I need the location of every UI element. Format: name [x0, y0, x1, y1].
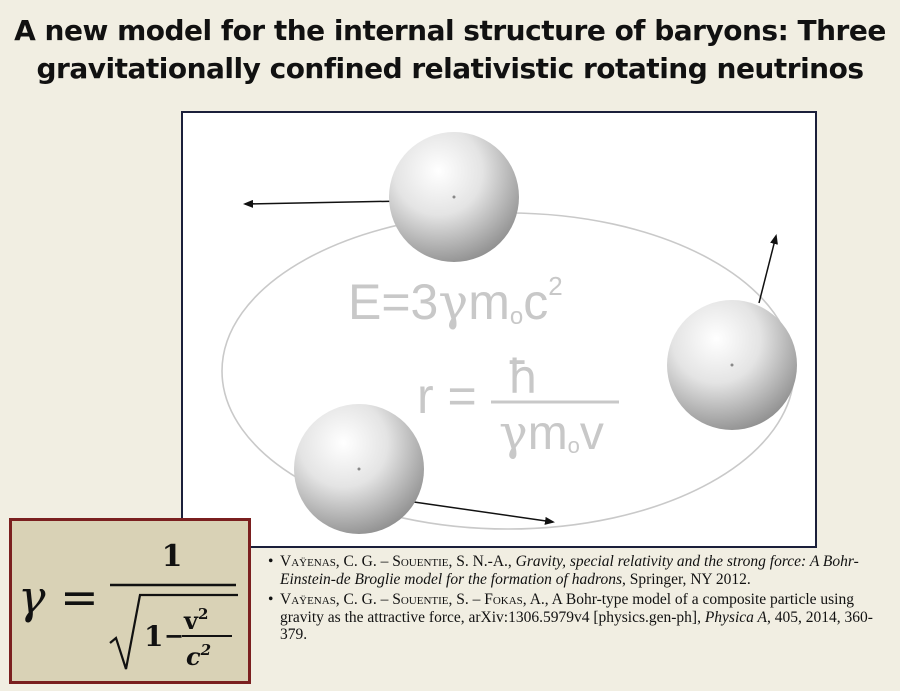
neutrino-sphere-bottom [294, 404, 424, 534]
bullet: • [268, 553, 273, 571]
energy-c: c [523, 274, 548, 330]
energy-m: m [468, 274, 510, 330]
bottom-sphere-velocity-arrow [407, 501, 553, 522]
radius-den-v: v [580, 407, 604, 460]
diagram-canvas: E=3γmoc2 r = ħ γmov [183, 113, 815, 546]
energy-exp: 2 [548, 271, 562, 301]
gamma-v: v2 [183, 605, 208, 635]
lorentz-factor-formula: γ = 1 1 − v2 c2 [12, 521, 248, 681]
radius-lhs: r = [417, 368, 477, 424]
title-line-1: A new model for the internal structure o… [0, 12, 900, 50]
reference-journal: Physica A [705, 609, 767, 626]
energy-lhs: E=3 [348, 274, 438, 330]
reference-authors: Vaÿenas, C. G. – Souentie, S. – Fokas, A… [280, 591, 549, 608]
lorentz-factor-box: γ = 1 1 − v2 c2 [9, 518, 251, 684]
reference-item: • Vaÿenas, C. G. – Souentie, S. – Fokas,… [268, 591, 894, 644]
gamma-numerator: 1 [162, 539, 183, 574]
neutrino-sphere-right [667, 300, 797, 430]
reference-item: • Vaÿenas, C. G. – Souentie, S. N.-A., G… [268, 553, 894, 588]
references-list: • Vaÿenas, C. G. – Souentie, S. N.-A., G… [268, 553, 894, 647]
title-line-2: gravitationally confined relativistic ro… [0, 50, 900, 88]
bullet: • [268, 591, 273, 609]
right-sphere-velocity-arrow [759, 236, 776, 303]
gamma-one: 1 [144, 620, 163, 653]
radius-den-m: m [528, 407, 568, 460]
radius-den-gamma: γ [499, 405, 528, 461]
slide-title: A new model for the internal structure o… [0, 12, 900, 88]
gamma-minus: − [164, 621, 184, 650]
top-sphere-velocity-arrow [245, 201, 405, 204]
energy-gamma: γ [438, 273, 468, 331]
neutrino-sphere-top [389, 132, 519, 262]
gamma-lhs: γ = [18, 570, 99, 624]
radius-denominator: γmov [499, 405, 604, 461]
radius-den-sub: o [568, 433, 580, 458]
reference-authors: Vaÿenas, C. G. – Souentie, S. N.-A., [280, 553, 512, 570]
energy-sub: o [510, 303, 523, 330]
baryon-model-diagram: E=3γmoc2 r = ħ γmov [181, 111, 817, 548]
gamma-c: c2 [186, 641, 211, 671]
radius-numerator: ħ [507, 350, 539, 404]
energy-formula: E=3γmoc2 [348, 271, 563, 331]
reference-publisher: , Springer, NΥ 2012. [622, 571, 751, 588]
